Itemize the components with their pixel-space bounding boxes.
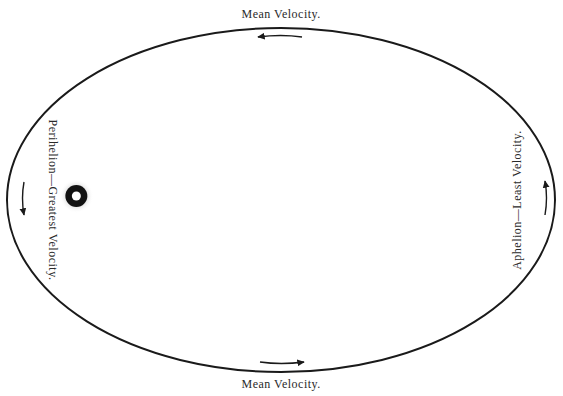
motion-arrow [23,182,25,215]
sun-glow [59,179,93,213]
sun-center [72,192,81,201]
sun-disc [65,185,87,207]
velocity-label: Mean Velocity. [242,7,321,21]
motion-arrow [258,36,302,38]
sun-symbol [59,179,93,213]
apsis-label: Aphelion—Least Velocity. [510,130,524,270]
motion-arrow [545,181,547,215]
orbit-ellipse [7,28,555,372]
velocity-label: Mean Velocity. [242,377,321,391]
motion-arrow [260,362,304,364]
apsis-label: Perihelion—Greatest Velocity. [46,120,60,281]
